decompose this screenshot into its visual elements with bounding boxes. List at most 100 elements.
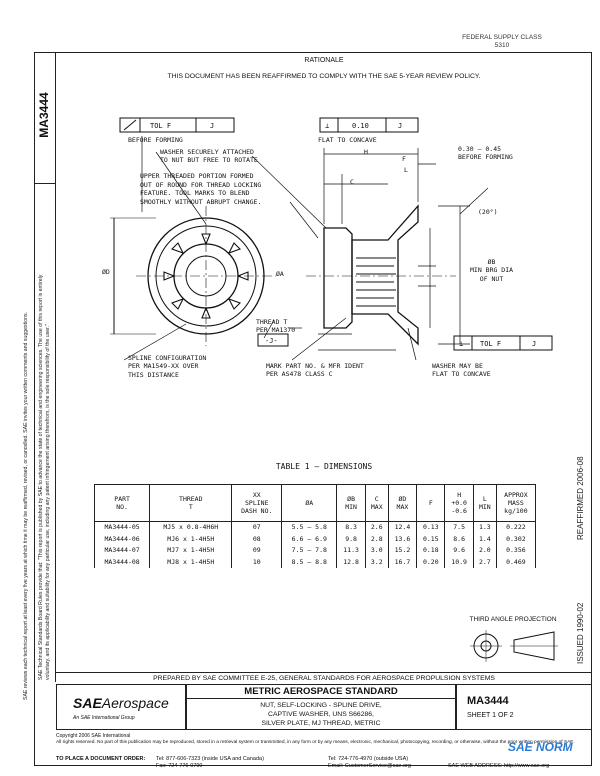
cell: 16.7 [387,556,418,568]
angle-label: (20°) [478,208,498,216]
label-c: C [350,178,354,186]
cell: MJ8 x 1-4H5H [149,556,233,568]
title-line-3: SILVER PLATE, MJ THREAD, METRIC [261,720,381,727]
side-view [306,204,456,346]
col-c: C MAX [364,484,389,522]
title-line-2: CAPTIVE WASHER, UNS S66286, [268,711,374,718]
supply-class-value: 5310 [494,42,510,49]
fcf-top-datum: J [398,122,402,130]
cell: 07 [231,521,283,534]
cell: MJ7 x 1-4H5H [149,545,233,557]
cell: 0.469 [495,556,537,568]
cell: 12.8 [336,556,366,568]
standard-type: METRIC AEROSPACE STANDARD [187,685,455,699]
title-line-1: NUT, SELF-LOCKING - SPLINE DRIVE, [260,702,382,709]
cell: 11.3 [336,545,366,557]
cell: MJ6 x 1-4H5H [149,533,233,545]
cell: MA3444-05 [93,521,151,534]
cell: 1.4 [472,533,497,545]
fcf-top-tol: 0.10 [352,122,369,130]
dimensions-table: PART NO. THREAD T XX SPLINE DASH NO. ØA … [93,484,537,568]
title-box: METRIC AEROSPACE STANDARD NUT, SELF-LOCK… [186,684,456,730]
col-od: ØD MAX [387,484,418,522]
tel-inside: Tel: 877-606-7323 (inside USA and Canada… [156,756,264,762]
cell: 3.2 [364,556,389,568]
fcf-left-tol: TOL F [150,122,171,130]
label-f: F [402,155,406,163]
cell: 3.0 [364,545,389,557]
disclaimer-line-3: SAE reviews each technical report at lea… [23,312,29,700]
tel-outside: Tel: 724-776-4970 (outside USA) [328,756,409,762]
note-upper-threaded: UPPER THREADED PORTION FORMED OUT OF ROU… [140,172,262,206]
cell: 8.6 [444,533,474,545]
end-view [110,206,276,346]
prepared-by: PREPARED BY SAE COMMITTEE E-25, GENERAL … [56,672,592,685]
disclaimer-line-2: voluntary, and its applicability and sui… [45,324,51,680]
col-l: L MIN [472,484,497,522]
col-f: F [416,484,446,522]
nut-drawing: TOL F J ⊥ 0.10 J ⊥ TOL F J -J- [110,117,553,361]
cell: 9.6 [444,545,474,557]
col-oa: ØA [281,484,338,522]
projection-label: THIRD ANGLE PROJECTION [469,616,557,623]
table-row: MA3444-06 MJ6 x 1-4H5H 08 6.6 – 6.9 9.8 … [93,533,537,545]
table-row: MA3444-07 MJ7 x 1-4H5H 09 7.5 – 7.8 11.3… [93,545,537,557]
supply-class-label: FEDERAL SUPPLY CLASS [462,34,542,41]
cell: 10 [231,556,283,568]
title-lines: NUT, SELF-LOCKING - SPLINE DRIVE, CAPTIV… [187,701,455,728]
col-ob: ØB MIN [336,484,366,522]
cell: 0.15 [416,533,446,545]
col-thread: THREAD T [149,484,233,522]
sheet-number: SHEET 1 OF 2 [467,712,514,719]
cell: 5.5 – 5.8 [281,521,338,534]
doc-number-tab: MA3444 [34,52,56,184]
cell: 2.6 [364,521,389,534]
fcf-left-datum: J [210,122,214,130]
col-h: H +0.0 -0.6 [444,484,474,522]
side-doc-number: MA3444 [37,92,51,138]
side-margin-column [34,184,56,682]
supply-class-stamp: FEDERAL SUPPLY CLASS 5310 [462,34,542,50]
fcf-top-symbol: ⊥ [325,122,329,130]
cell: 13.6 [387,533,418,545]
label-oa: ØA [276,270,284,278]
logo-subtitle: An SAE International Group [73,715,135,721]
cell: MA3444-07 [93,545,151,557]
logo-sae: SAE [73,695,102,711]
datum-j-label: -J- [265,337,278,345]
disclaimer-line-1: SAE Technical Standards Board Rules prov… [38,274,44,680]
web-address: SAE WEB ADDRESS: http://www.sae.org [448,763,550,769]
cell: MA3444-08 [93,556,151,568]
table-title: TABLE 1 – DIMENSIONS [275,462,373,471]
fcf-bottom-tol: TOL F [480,340,501,348]
fcf-bottom: ⊥ TOL F J [453,335,553,351]
fcf-top: ⊥ 0.10 J [319,117,419,133]
before-forming-left: BEFORE FORMING [128,136,183,144]
cell: 12.4 [387,521,418,534]
table-row: MA3444-08 MJ8 x 1-4H5H 10 8.5 – 8.8 12.8… [93,556,537,568]
label-h: H [364,148,368,156]
fax: Fax: 724-776-0790 [156,763,203,769]
fcf-left: TOL F J [119,117,235,133]
col-mass: APPROX MASS kg/100 [495,484,537,522]
sae-norm-watermark: SAE NORM [508,740,573,754]
cell: 7.5 – 7.8 [281,545,338,557]
third-angle-projection-icon [470,630,558,662]
logo-aerospace: Aerospace [101,695,169,711]
doc-number-box: MA3444 SHEET 1 OF 2 [456,684,592,730]
spline-note: SPLINE CONFIGURATION PER MA1549-XX OVER … [128,354,207,379]
cell: 09 [231,545,283,557]
cell: 7.5 [444,521,474,534]
label-l: L [404,166,408,174]
sae-logo: SAEAerospace [73,695,169,711]
mark-note: MARK PART NO. & MFR IDENT PER AS478 CLAS… [266,362,364,379]
cell: 2.7 [472,556,497,568]
cell: 0.222 [495,521,537,534]
cell: 0.13 [416,521,446,534]
page-frame [34,52,592,766]
cell: MA3444-06 [93,533,151,545]
cell: 0.356 [495,545,537,557]
thread-note: THREAD T PER MA1370 [256,318,296,335]
cell: 0.302 [495,533,537,545]
copyright: Copyright 2006 SAE International [56,733,131,739]
